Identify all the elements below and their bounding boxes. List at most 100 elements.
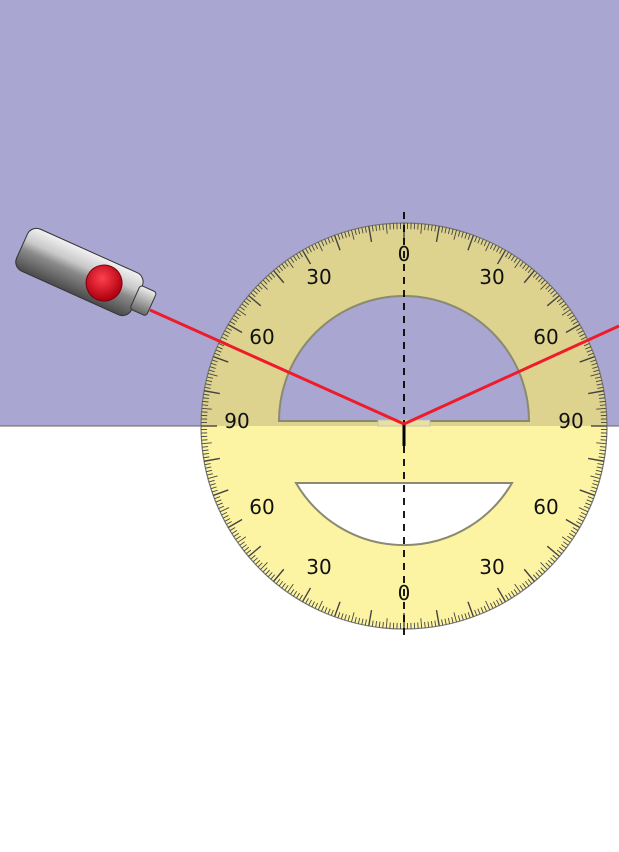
protractor-tick <box>447 617 451 624</box>
protractor-tick <box>467 235 475 251</box>
protractor-tick <box>361 227 364 234</box>
protractor-tick <box>532 574 538 580</box>
protractor-tick <box>206 379 213 383</box>
protractor-tick <box>221 511 228 516</box>
protractor-tick <box>591 362 598 366</box>
protractor-tick <box>210 362 217 366</box>
protractor-tick <box>499 248 503 254</box>
protractor-tick <box>510 590 515 597</box>
protractor-tick <box>496 599 500 606</box>
protractor-tick <box>572 527 579 531</box>
protractor-tick <box>299 594 303 601</box>
protractor-tick <box>434 225 437 232</box>
protractor-tick <box>444 618 447 625</box>
protractor-tick <box>333 601 341 617</box>
protractor-tick <box>598 393 605 396</box>
label-upper-left-90: 90 <box>224 409 249 433</box>
protractor-tick <box>570 318 577 322</box>
protractor-tick <box>599 404 606 406</box>
protractor-tick <box>556 297 563 303</box>
protractor-tick <box>243 546 250 552</box>
protractor-tick <box>505 594 509 601</box>
protractor-tick <box>493 601 497 608</box>
protractor-tick <box>229 321 236 325</box>
protractor-tick <box>203 457 220 462</box>
protractor-tick <box>357 228 361 235</box>
protractor-tick <box>464 232 468 239</box>
protractor-tick <box>447 228 451 235</box>
protractor-tick <box>545 284 551 290</box>
protractor-tick <box>590 359 597 363</box>
protractor-tick <box>260 282 268 290</box>
laser-pointer-icon[interactable] <box>13 225 161 325</box>
protractor-tick <box>586 349 593 353</box>
protractor-tick <box>237 309 247 316</box>
protractor-tick <box>577 518 584 522</box>
protractor-tick <box>524 580 530 587</box>
protractor-tick <box>593 479 600 483</box>
protractor-tick <box>586 499 593 503</box>
protractor-tick <box>382 621 384 628</box>
protractor-tick <box>202 404 209 406</box>
protractor-tick <box>337 612 341 619</box>
protractor-tick <box>457 230 461 237</box>
protractor-tick <box>480 607 484 614</box>
protractor-tick <box>239 306 245 311</box>
protractor-tick <box>202 400 209 403</box>
protractor-tick <box>278 580 284 587</box>
protractor-tick <box>235 535 241 540</box>
protractor-tick <box>237 536 247 543</box>
protractor-tick <box>281 263 286 269</box>
protractor-tick <box>565 518 581 529</box>
protractor-tick <box>308 599 312 606</box>
label-upper-right-60: 60 <box>533 325 558 349</box>
protractor-tick <box>596 383 603 386</box>
protractor-tick <box>519 585 524 591</box>
protractor-tick <box>590 489 597 493</box>
protractor-tick <box>330 236 334 243</box>
protractor-tick <box>211 489 218 493</box>
protractor-tick <box>590 475 601 479</box>
protractor-tick <box>204 463 211 466</box>
protractor-tick <box>595 379 602 383</box>
protractor-tick <box>201 407 212 410</box>
protractor-tick <box>270 272 276 278</box>
protractor-tick <box>257 284 263 290</box>
laser-on-button[interactable] <box>80 259 128 307</box>
label-upper-left-30: 30 <box>306 265 331 289</box>
protractor-tick <box>583 343 590 347</box>
protractor-tick <box>514 259 521 269</box>
protractor-tick <box>583 505 590 509</box>
protractor-tick <box>202 397 209 400</box>
protractor-tick <box>420 223 423 234</box>
protractor-tick <box>211 359 218 363</box>
protractor-tick <box>424 621 426 628</box>
protractor-tick <box>327 237 331 244</box>
protractor-tick <box>519 261 524 267</box>
protractor-tick <box>233 315 240 320</box>
protractor-tick <box>203 456 210 459</box>
protractor-tick <box>577 330 584 334</box>
protractor-tick <box>296 253 300 260</box>
protractor-tick <box>576 521 582 525</box>
protractor-tick <box>572 321 579 325</box>
protractor-tick <box>284 585 289 591</box>
protractor-tick <box>508 592 512 599</box>
protractor-tick <box>226 327 232 331</box>
protractor-tick <box>203 393 210 396</box>
protractor-tick <box>474 609 478 616</box>
protractor-tick <box>485 600 491 611</box>
protractor-tick <box>231 530 238 534</box>
protractor-tick <box>227 323 243 334</box>
protractor-tick <box>545 562 551 568</box>
protractor-tick <box>272 568 285 582</box>
protractor-tick <box>552 292 558 298</box>
protractor-tick <box>293 255 298 262</box>
protractor-tick <box>595 469 602 473</box>
protractor-tick <box>327 608 331 615</box>
protractor-tick <box>567 535 573 540</box>
protractor-tick <box>556 549 563 555</box>
protractor-tick <box>420 618 423 629</box>
protractor-tick <box>293 590 298 597</box>
protractor-tick <box>510 255 515 262</box>
